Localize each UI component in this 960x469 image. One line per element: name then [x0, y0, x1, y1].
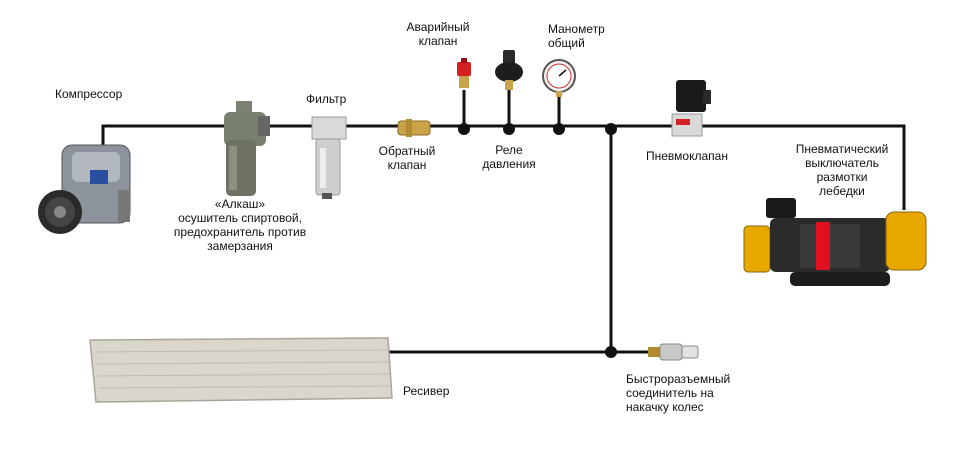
check-valve-image: [397, 119, 431, 137]
check-valve-label: Обратный клапан: [378, 144, 436, 172]
receiver-image: [89, 337, 393, 403]
pressure-gauge-label: Манометр общий: [548, 22, 605, 50]
compressor-image: [38, 144, 131, 234]
pressure-relay-label: Реле давления: [482, 143, 536, 171]
junction-dot: [503, 123, 515, 135]
pressure-gauge-image: [542, 59, 576, 97]
emergency-valve-image: [457, 58, 471, 88]
junction-dot: [605, 346, 617, 358]
main-line: [101, 124, 906, 210]
pressure-relay-image: [495, 50, 523, 90]
alcohol-dryer-label: «Алкаш» осушитель спиртовой, предохранит…: [173, 197, 307, 253]
junction-dot: [553, 123, 565, 135]
solenoid-valve-image: [671, 80, 711, 137]
junctions: [458, 123, 617, 358]
winch-switch-label: Пневматический выключатель размотки лебе…: [795, 142, 889, 198]
filter-image: [311, 116, 347, 199]
solenoid-valve-label: Пневмоклапан: [646, 149, 728, 163]
junction-dot: [605, 123, 617, 135]
winch-image: [743, 198, 927, 286]
alcohol-dryer-image: [224, 101, 270, 196]
junction-dot: [458, 123, 470, 135]
receiver-label: Ресивер: [403, 384, 450, 398]
quick-coupler-label: Быстроразъемный соединитель на накачку к…: [626, 372, 731, 414]
filter-label: Фильтр: [306, 92, 347, 106]
compressor-label: Компрессор: [55, 87, 123, 101]
emergency-valve-label: Аварийный клапан: [406, 20, 470, 48]
quick-coupler-image: [648, 343, 699, 361]
